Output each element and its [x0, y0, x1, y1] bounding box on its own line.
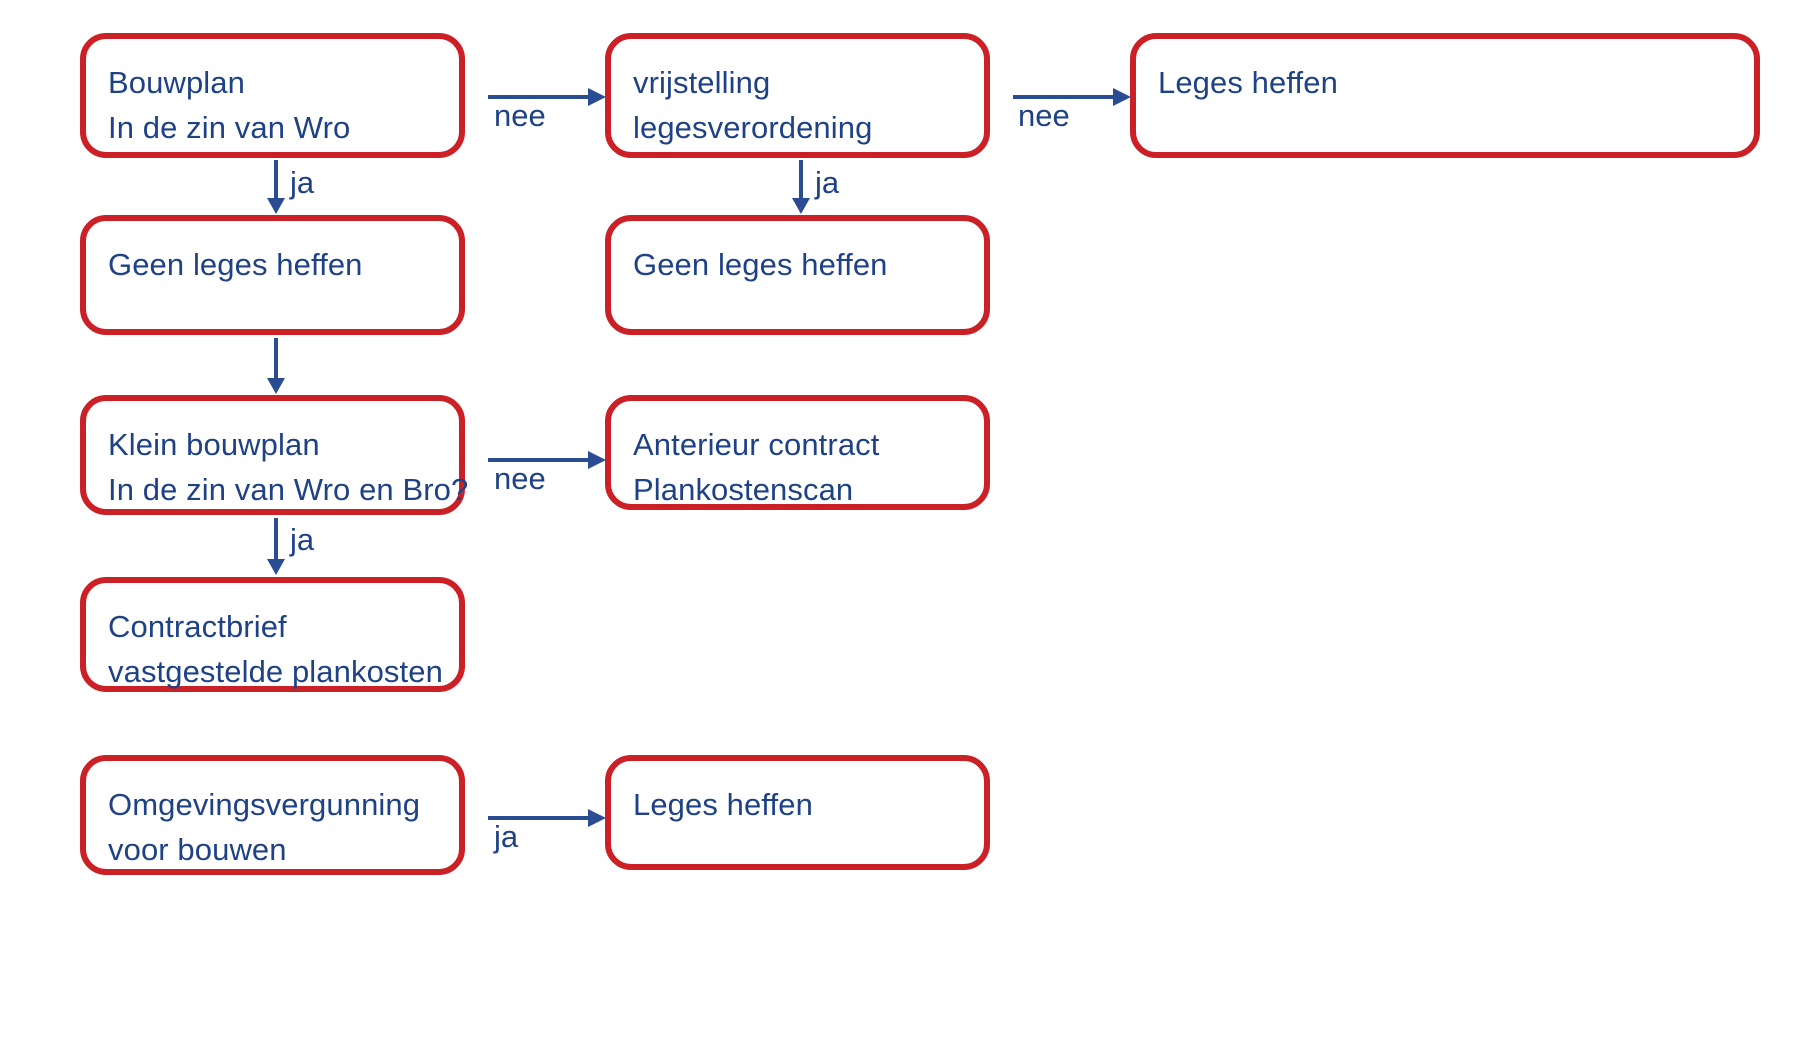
node-geen-leges-heffen-mid-line-1: Geen leges heffen — [633, 247, 888, 282]
node-leges-heffen-top-line-1: Leges heffen — [1158, 65, 1338, 100]
node-klein-bouwplan[interactable]: Klein bouwplan In de zin van Wro en Bro? — [80, 395, 469, 515]
node-omgevingsvergunning-line-1: Omgevingsvergunning — [108, 787, 421, 822]
edge-label-vrijstelling-to-geen-leges-mid: ja — [815, 165, 840, 200]
edge-vrijstelling-to-leges-heffen-top — [1013, 85, 1133, 109]
node-vrijstelling-line-2: legesverordening — [633, 109, 873, 145]
edge-label-bouwplan-to-geen-leges-left: ja — [290, 165, 315, 200]
edge-vrijstelling-to-geen-leges-mid — [789, 160, 813, 215]
node-leges-heffen-top[interactable]: Leges heffen — [1130, 33, 1760, 158]
node-anterieur-contract-line-1: Anterieur contract — [633, 427, 880, 462]
node-klein-bouwplan-line-2: In de zin van Wro en Bro? — [108, 471, 469, 507]
node-contractbrief[interactable]: Contractbrief vastgestelde plankosten — [80, 577, 465, 692]
node-klein-bouwplan-line-1: Klein bouwplan — [108, 427, 320, 462]
edge-label-omgevingsvergunning-to-leges-heffen-bottom: ja — [494, 819, 519, 854]
edge-label-vrijstelling-to-leges-heffen-top: nee — [1018, 98, 1070, 133]
node-leges-heffen-bottom-line-1: Leges heffen — [633, 787, 813, 822]
edge-label-klein-bouwplan-to-contractbrief: ja — [290, 522, 315, 557]
node-bouwplan[interactable]: Bouwplan In de zin van Wro — [80, 33, 465, 158]
node-omgevingsvergunning[interactable]: Omgevingsvergunning voor bouwen — [80, 755, 465, 875]
node-contractbrief-line-2: vastgestelde plankosten — [108, 653, 443, 689]
edge-label-klein-bouwplan-to-anterieur: nee — [494, 461, 546, 496]
node-bouwplan-line-1: Bouwplan — [108, 65, 245, 100]
edge-klein-bouwplan-to-anterieur — [488, 448, 608, 472]
edge-label-bouwplan-to-vrijstelling: nee — [494, 98, 546, 133]
edge-omgevingsvergunning-to-leges-heffen-bottom — [488, 806, 608, 830]
edge-bouwplan-to-geen-leges-left — [264, 160, 288, 215]
node-vrijstelling-line-1: vrijstelling — [633, 65, 771, 100]
edge-bouwplan-to-vrijstelling — [488, 85, 608, 109]
node-vrijstelling-legesverordening[interactable]: vrijstelling legesverordening — [605, 33, 990, 158]
node-geen-leges-heffen-mid[interactable]: Geen leges heffen — [605, 215, 990, 335]
node-leges-heffen-bottom[interactable]: Leges heffen — [605, 755, 990, 870]
node-bouwplan-line-2: In de zin van Wro — [108, 109, 351, 145]
node-contractbrief-line-1: Contractbrief — [108, 609, 287, 644]
node-geen-leges-heffen-left[interactable]: Geen leges heffen — [80, 215, 465, 335]
edge-klein-bouwplan-to-contractbrief — [264, 518, 288, 576]
node-geen-leges-heffen-left-line-1: Geen leges heffen — [108, 247, 363, 282]
node-anterieur-contract-line-2: Plankostenscan — [633, 471, 854, 507]
node-anterieur-contract[interactable]: Anterieur contract Plankostenscan — [605, 395, 990, 510]
node-omgevingsvergunning-line-2: voor bouwen — [108, 831, 287, 867]
edge-geen-leges-left-to-klein-bouwplan — [264, 338, 288, 395]
